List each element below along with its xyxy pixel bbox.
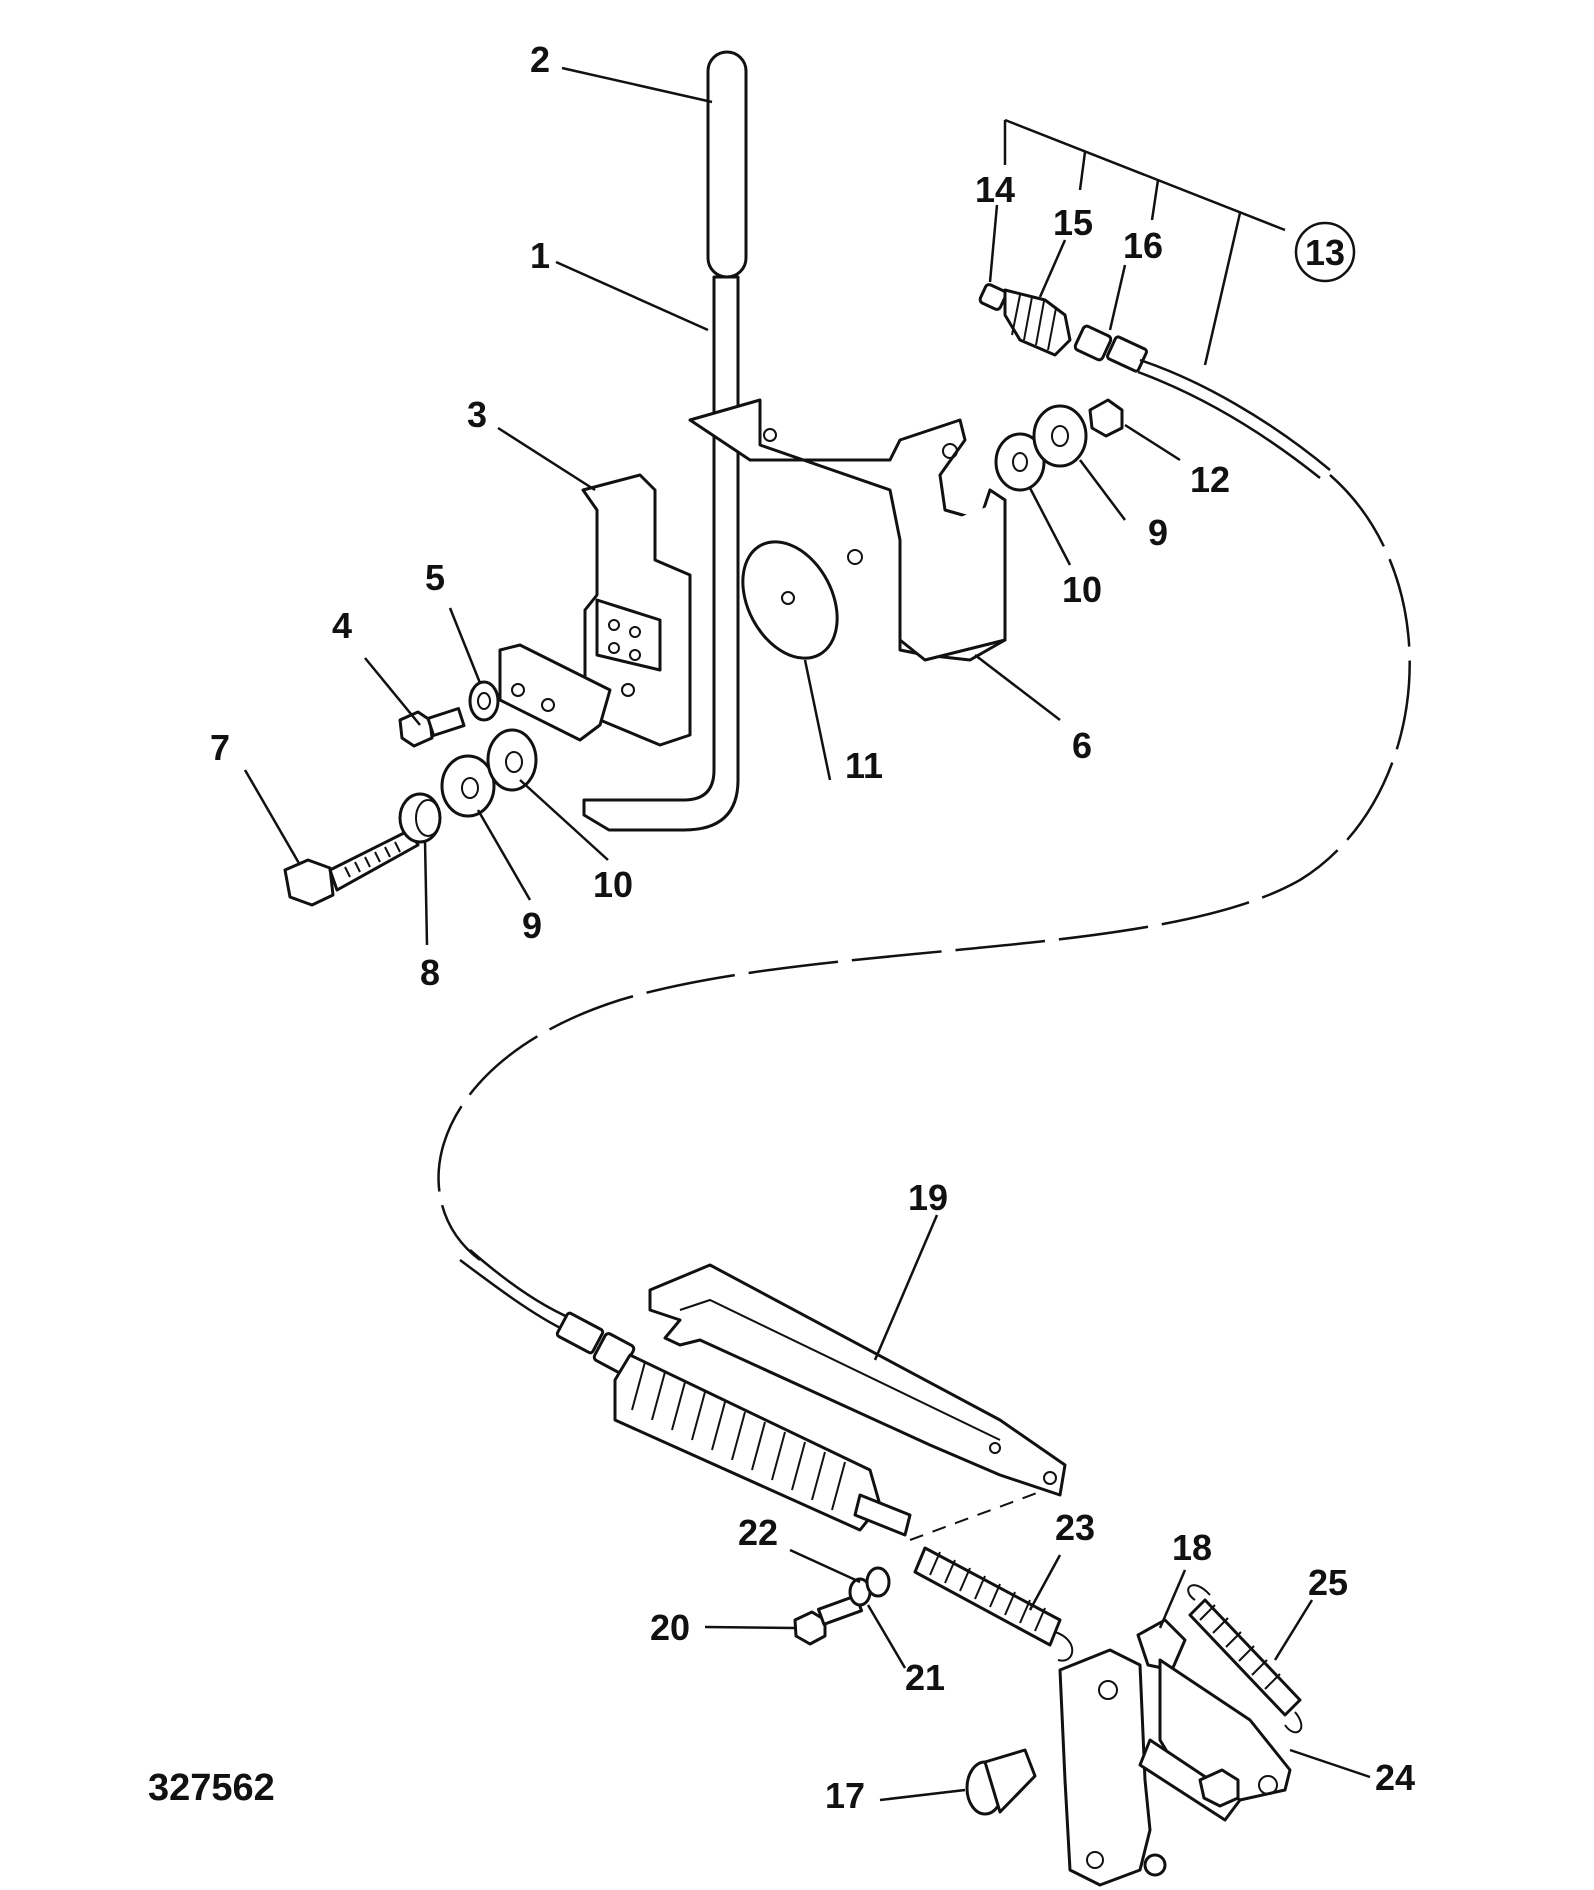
- callout-6: 6: [1072, 725, 1092, 766]
- washer-small: [468, 680, 500, 722]
- callout-24: 24: [1375, 1757, 1415, 1798]
- control-lever: [582, 50, 748, 832]
- cable-lower-fitting: [555, 1311, 912, 1537]
- mount-plate: [688, 398, 1007, 662]
- callout-22: 22: [738, 1512, 778, 1553]
- callout-13: 13: [1305, 232, 1345, 273]
- callout-14: 14: [975, 169, 1015, 210]
- callout-10-left: 10: [593, 864, 633, 905]
- callout-12: 12: [1190, 459, 1230, 500]
- nut: [1088, 398, 1124, 438]
- cable-upper-fitting: [978, 283, 1331, 479]
- callout-23: 23: [1055, 1507, 1095, 1548]
- cable-clip: [1136, 1618, 1187, 1672]
- support-arm: [648, 1263, 1067, 1497]
- callout-10-right: 10: [1062, 569, 1102, 610]
- callout-2: 2: [530, 39, 550, 80]
- callout-9-left: 9: [522, 905, 542, 946]
- callout-25: 25: [1308, 1562, 1348, 1603]
- washer-10-left: [486, 728, 538, 792]
- long-bolt: [283, 828, 420, 907]
- callout-8: 8: [420, 952, 440, 993]
- callout-17: 17: [825, 1775, 865, 1816]
- clevis-pin: [965, 1748, 1037, 1816]
- large-washer: [741, 540, 839, 660]
- washer-9-left: [440, 754, 496, 818]
- callout-1: 1: [530, 235, 550, 276]
- screw: [793, 1594, 864, 1646]
- callout-7: 7: [210, 727, 230, 768]
- leader-lines: [243, 66, 1371, 1802]
- callout-5: 5: [425, 557, 445, 598]
- callout-18: 18: [1172, 1527, 1212, 1568]
- tension-spring: [913, 1546, 1074, 1662]
- callout-labels: 2 1 3 5 4 7 8 9 10 11 6 10 9 12 14 15 16…: [210, 39, 1415, 1816]
- callout-21: 21: [905, 1657, 945, 1698]
- spacer: [398, 792, 442, 844]
- callout-16: 16: [1123, 225, 1163, 266]
- callout-3: 3: [467, 394, 487, 435]
- callout-11: 11: [845, 745, 883, 786]
- callout-15: 15: [1053, 202, 1093, 243]
- throttle-linkage: [1058, 1648, 1292, 1887]
- lever-bracket: [581, 473, 692, 747]
- return-spring: [1187, 1584, 1303, 1734]
- link-plate: [498, 643, 635, 742]
- washer-10-right: [994, 432, 1046, 492]
- washer-9-right: [1032, 404, 1088, 468]
- figure-id: 327562: [148, 1767, 275, 1809]
- bolt-small: [398, 706, 466, 748]
- flat-washer: [865, 1566, 891, 1598]
- callout-9-right: 9: [1148, 512, 1168, 553]
- callout-19: 19: [908, 1177, 948, 1218]
- callout-4: 4: [332, 605, 352, 646]
- callout-20: 20: [650, 1607, 690, 1648]
